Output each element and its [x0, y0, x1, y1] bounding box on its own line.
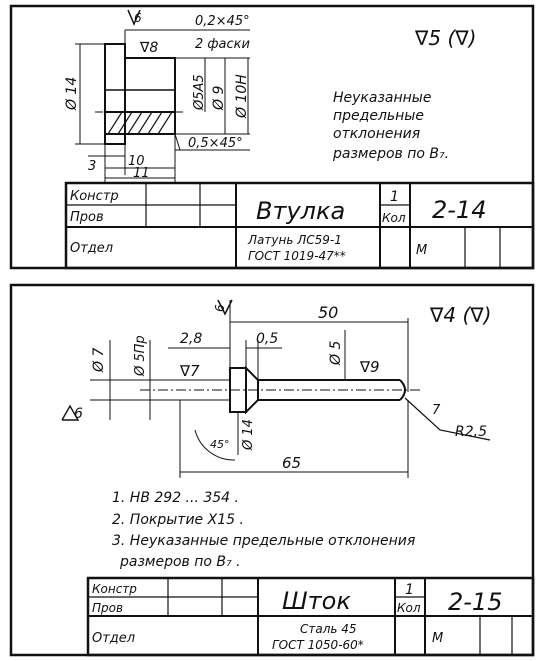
- chamfer-bottom-label: 0,5×45°: [188, 136, 243, 151]
- dim-dia-5: Ø 5: [328, 341, 344, 366]
- tb-konstr: Констр: [92, 582, 137, 596]
- roughness-9-label: ∇9: [359, 358, 380, 376]
- roughness-7-label: ∇7: [179, 362, 200, 380]
- tb-prov: Пров: [92, 601, 123, 615]
- roughness-general-2: ∇4 (∇): [429, 303, 491, 327]
- tb-part-name: Втулка: [256, 197, 345, 225]
- tb-number: 2-14: [432, 196, 486, 224]
- roughness-7-right: 7: [432, 403, 441, 418]
- tb-material-standard: ГОСТ 1050-60*: [272, 638, 364, 652]
- tb-m: М: [432, 631, 443, 646]
- sheet-2-notes: 1. НВ 292 ... 354 . 2. Покрытие Х15 . 3.…: [112, 490, 415, 570]
- dim-dia-9: Ø 9: [211, 86, 227, 111]
- chamfer-count-label: 2 фаски: [195, 37, 250, 52]
- dim-dia-5pr: Ø 5Пр: [133, 335, 148, 377]
- tb-prov: Пров: [70, 210, 104, 225]
- chamfer-top-label: 0,2×45°: [195, 14, 250, 29]
- note-line: отклонения: [333, 126, 420, 142]
- tb-material: Латунь ЛС59-1: [247, 233, 342, 247]
- dim-len-2-8: 2,8: [180, 331, 202, 347]
- dim-dia-10h: Ø 10H: [234, 74, 250, 119]
- note-line: 3. Неуказанные предельные отклонения: [112, 533, 415, 549]
- dim-dia-14: Ø 14: [64, 77, 80, 111]
- note-line: предельные: [333, 108, 424, 124]
- tb-material-standard: ГОСТ 1019-47**: [248, 249, 346, 263]
- tb-otdel: Отдел: [92, 631, 135, 646]
- note-line: размеров по В₇.: [332, 146, 449, 162]
- note-line: размеров по В₇ .: [119, 554, 241, 570]
- tb-material: Сталь 45: [300, 622, 357, 636]
- title-block-1: Констр Пров Отдел Втулка 1 Кол 2-14 Лату…: [64, 181, 535, 270]
- dim-dia-7: Ø 7: [91, 348, 107, 373]
- dim-len-50: 50: [318, 303, 338, 322]
- dim-len-11: 11: [133, 166, 150, 181]
- sheet-1-vtulka: 0,2×45° 2 фаски 6 ∇8 Ø 14 Ø5A5 Ø 9 Ø 10H…: [9, 4, 535, 270]
- tb-qty: 1: [405, 582, 414, 598]
- bushing-part: [75, 9, 250, 182]
- note-line: 2. Покрытие Х15 .: [112, 512, 244, 528]
- tb-qty-label: Кол: [397, 601, 421, 615]
- tb-qty-label: Кол: [382, 211, 406, 225]
- dim-len-65: 65: [282, 454, 301, 472]
- dim-len-10: 10: [128, 154, 145, 169]
- dim-len-0-5: 0,5: [256, 331, 278, 347]
- dim-dia-5a5: Ø5A5: [192, 74, 207, 111]
- roughness-general-1: ∇5 (∇): [414, 26, 476, 50]
- note-line: 1. НВ 292 ... 354 .: [112, 490, 239, 506]
- roughness-8-label: ∇8: [139, 40, 158, 56]
- angle-label: 45°: [210, 438, 230, 451]
- tb-konstr: Констр: [70, 189, 119, 204]
- sheet-1-note: Неуказанные предельные отклонения размер…: [332, 90, 449, 162]
- rod-part: [90, 299, 491, 478]
- dim-len-3: 3: [88, 159, 96, 174]
- roughness-6-left: 6: [74, 406, 83, 422]
- radius-label: R2,5: [455, 424, 487, 440]
- title-block-2: Констр Пров Отдел Шток 1 Кол 2-15 Сталь …: [86, 576, 535, 657]
- tb-otdel: Отдел: [70, 241, 113, 256]
- roughness-6-top-2: 6: [213, 304, 227, 312]
- tb-m: М: [416, 243, 427, 258]
- note-line: Неуказанные: [333, 90, 431, 106]
- tb-qty: 1: [390, 189, 399, 205]
- sheet-2-shtok: 50 6 Ø 7 Ø 5Пр 2,8 0,5 Ø 5 ∇7 ∇9 6 7 R2,…: [9, 283, 535, 657]
- roughness-6-top: 6: [134, 11, 142, 25]
- tb-number: 2-15: [448, 588, 502, 616]
- roughness-triangle-left: [61, 404, 80, 421]
- tb-part-name: Шток: [282, 587, 351, 615]
- dim-dia-14-rod: Ø 14: [241, 419, 256, 451]
